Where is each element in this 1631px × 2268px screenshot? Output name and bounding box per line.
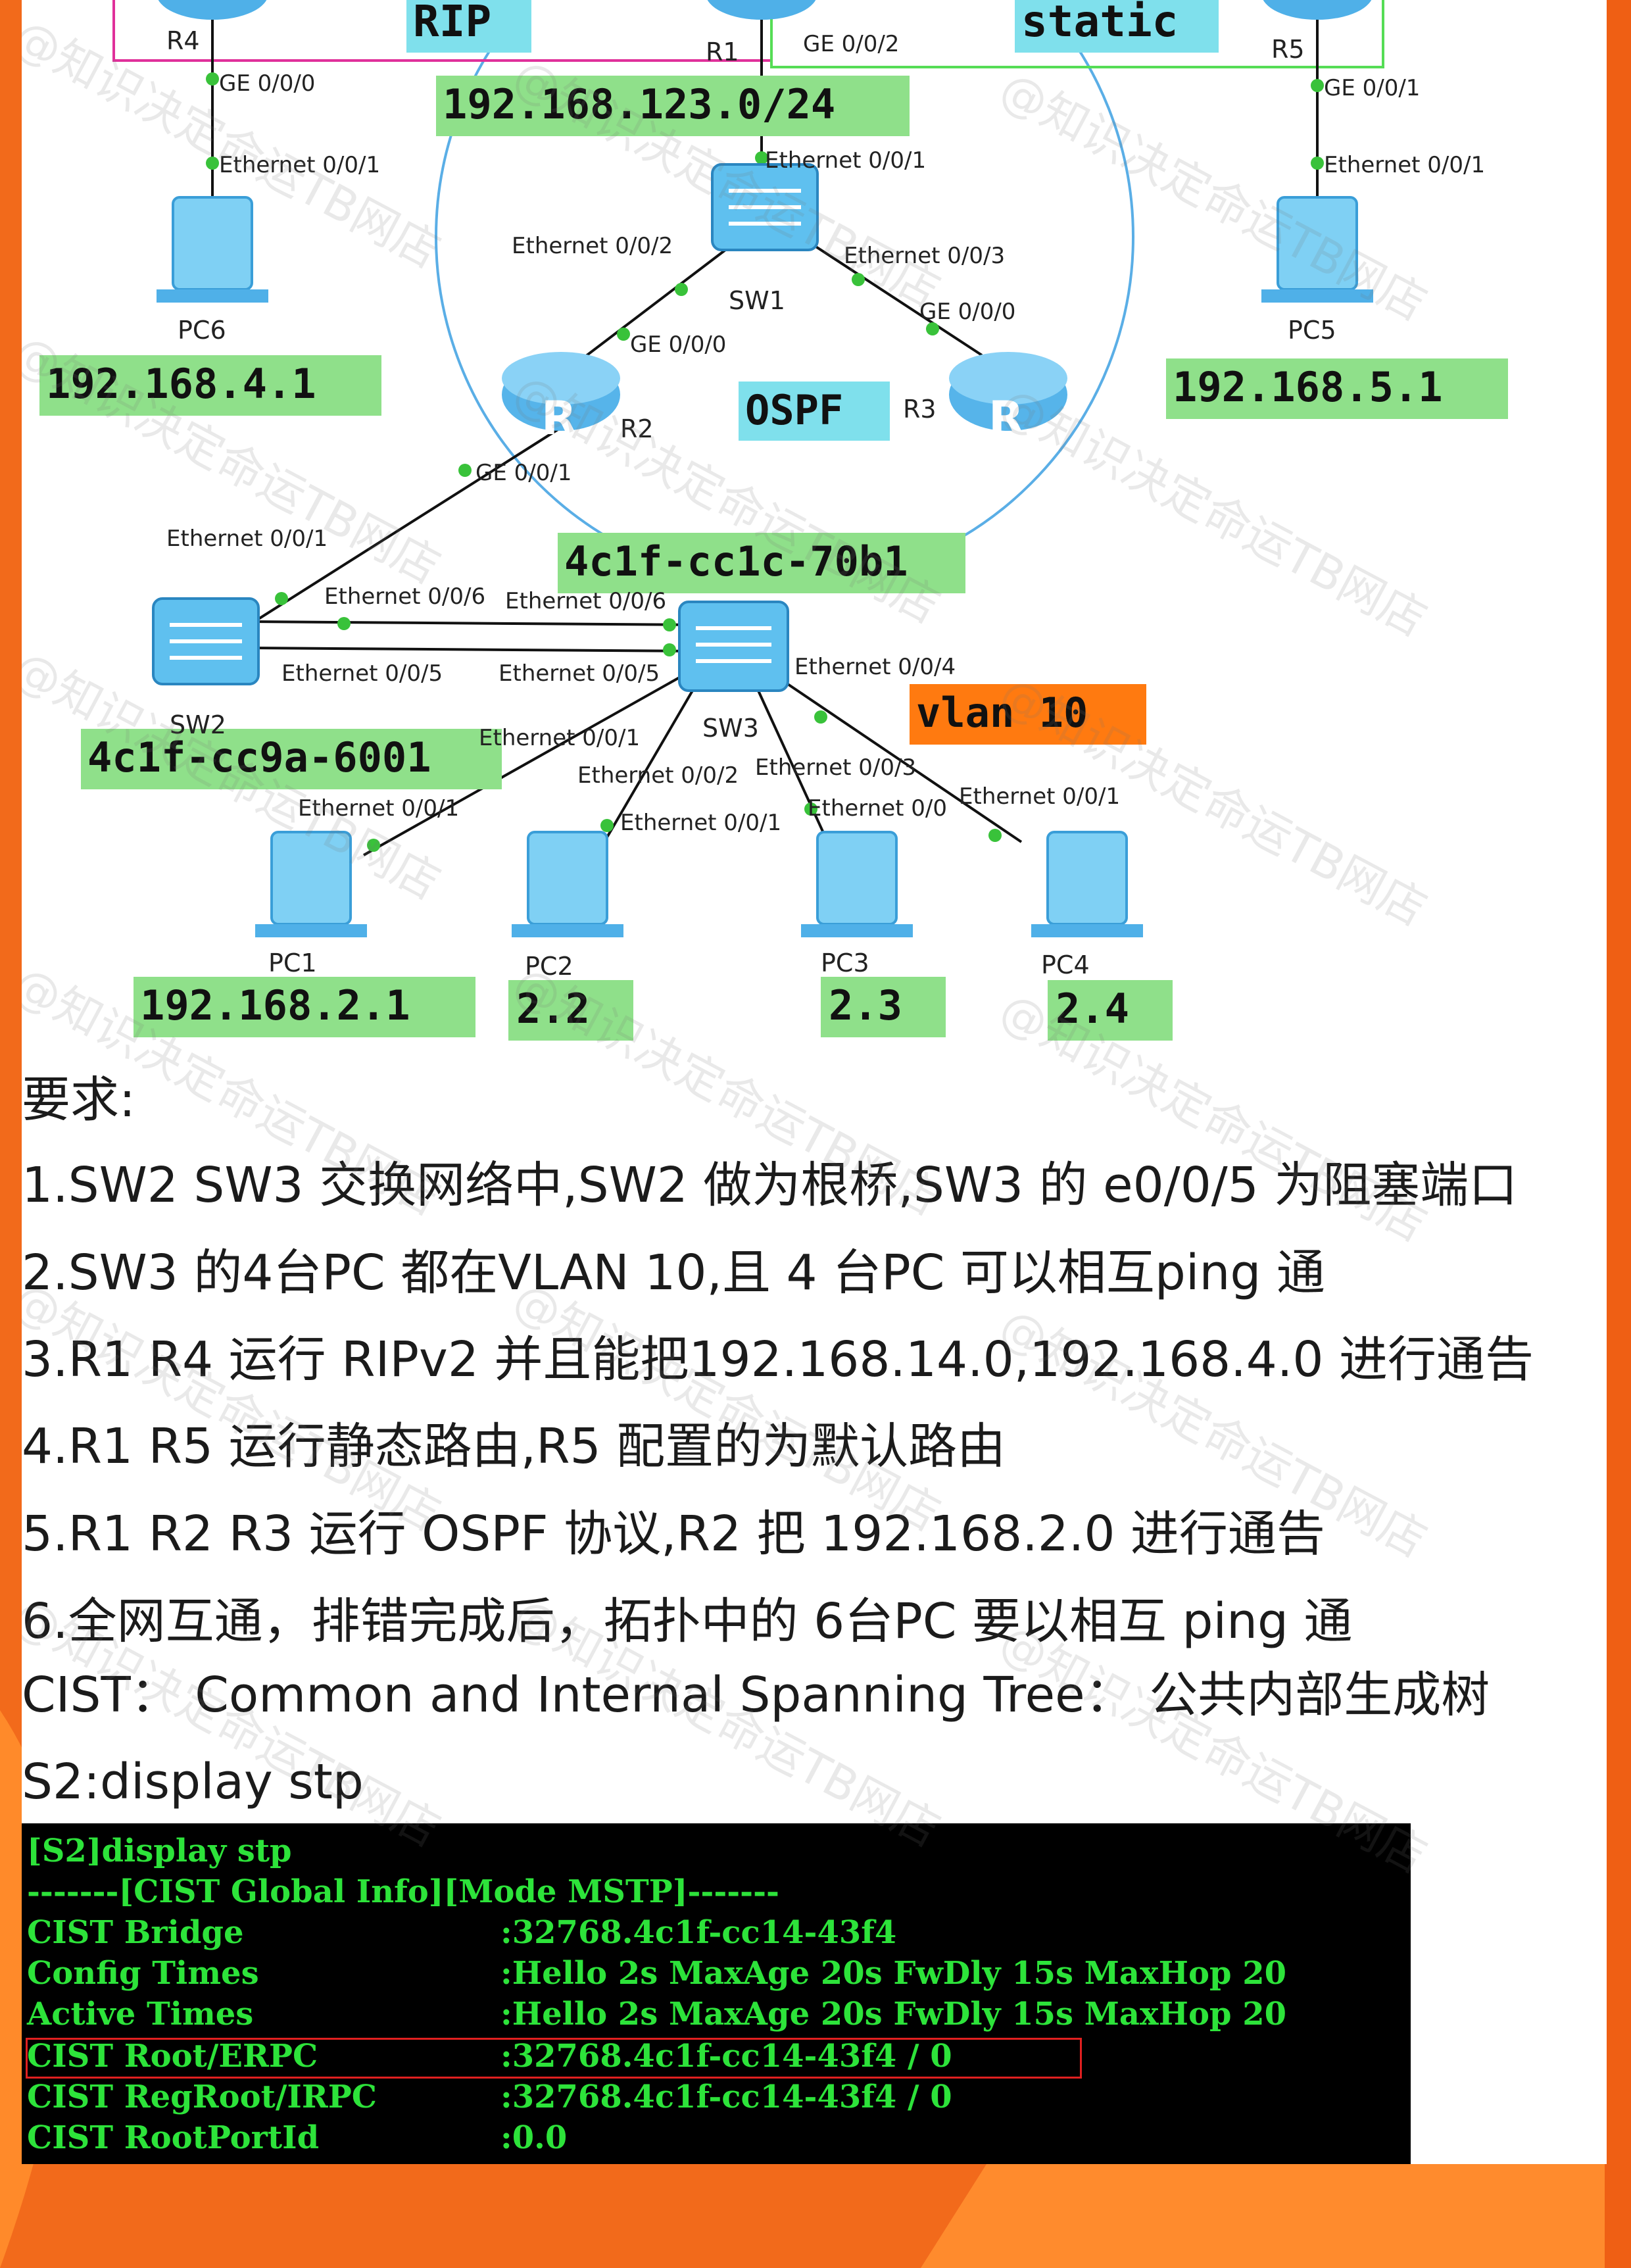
port-label: GE 0/0/1 <box>475 460 572 486</box>
port-label: Ethernet 0/0/6 <box>505 588 666 614</box>
r5-name: R5 <box>1271 35 1305 64</box>
sw3-mac-label: 4c1f-cc1c-70b1 <box>564 537 908 585</box>
port-label: Ethernet 0/0/1 <box>479 725 640 751</box>
terminal-line: Active Times:Hello 2s MaxAge 20s FwDly 1… <box>27 1996 1287 2033</box>
requirements-heading: 要求: <box>22 1072 135 1128</box>
terminal-output: [S2]display stp -------[CIST Global Info… <box>22 1823 1411 2164</box>
port-label: Ethernet 0/0/5 <box>281 660 443 687</box>
port-label: Ethernet 0/0/6 <box>324 583 485 610</box>
port-dots <box>206 72 1324 852</box>
r3-name: R3 <box>903 395 937 424</box>
terminal-line: CIST RegRoot/IRPC:32768.4c1f-cc14-43f4 /… <box>27 2079 952 2115</box>
port-label: Ethernet 0/0/2 <box>577 762 739 789</box>
pc1-name: PC1 <box>268 949 317 977</box>
pc6-icon <box>157 196 268 303</box>
terminal-line: CIST RootPortId:0.0 <box>27 2119 568 2156</box>
switch-sw3-icon <box>678 601 789 692</box>
port-label: Ethernet 0/0 <box>808 795 947 822</box>
requirement-3: 3.R1 R4 运行 RIPv2 并且能把192.168.14.0,192.16… <box>22 1331 1534 1388</box>
port-label: Ethernet 0/0/1 <box>166 526 328 552</box>
switch-sw2-icon <box>152 597 260 685</box>
requirement-2: 2.SW3 的4台PC 都在VLAN 10,且 4 台PC 可以相互ping 通 <box>22 1245 1325 1301</box>
port-label: GE 0/0/2 <box>803 31 899 57</box>
router-r1-icon <box>707 0 816 20</box>
static-label: static <box>1021 0 1178 47</box>
pc5-icon <box>1261 196 1373 303</box>
rip-label: RIP <box>413 0 491 47</box>
terminal-line: Config Times:Hello 2s MaxAge 20s FwDly 1… <box>27 1955 1287 1992</box>
requirement-6: 6.全网互通，排错完成后，拓扑中的 6台PC 要以相互 ping 通 <box>22 1593 1353 1650</box>
pc4-ip-label: 2.4 <box>1056 985 1129 1033</box>
port-label: Ethernet 0/0/1 <box>219 152 380 178</box>
command-caption: S2:display stp <box>22 1754 364 1810</box>
port-label: Ethernet 0/0/5 <box>499 660 660 687</box>
router-r5-icon <box>1263 0 1372 20</box>
svg-text:R: R <box>988 391 1024 445</box>
port-label: GE 0/0/0 <box>219 70 315 97</box>
pc4-icon <box>1031 831 1143 937</box>
r2-name: R2 <box>620 414 654 443</box>
cist-note: CIST： Common and Internal Spanning Tree：… <box>22 1667 1490 1723</box>
requirement-5: 5.R1 R2 R3 运行 OSPF 协议,R2 把 192.168.2.0 进… <box>22 1506 1325 1562</box>
sw2-mac-label: 4c1f-cc9a-6001 <box>87 733 431 781</box>
port-label: GE 0/0/0 <box>919 299 1015 325</box>
port-label: Ethernet 0/0/1 <box>959 783 1120 810</box>
pc6-ip-label: 192.168.4.1 <box>46 360 316 408</box>
vlan-label: vlan 10 <box>916 689 1088 737</box>
highlight-box <box>26 2038 1082 2079</box>
pc5-ip-label: 192.168.5.1 <box>1173 363 1443 411</box>
switch-sw1-icon <box>711 163 819 251</box>
pc3-name: PC3 <box>821 949 869 977</box>
ospf-label: OSPF <box>745 386 843 434</box>
r1-name: R1 <box>706 37 739 66</box>
pc1-ip-label: 192.168.2.1 <box>140 981 410 1029</box>
terminal-line: [S2]display stp <box>27 1833 292 1869</box>
network-topology: R R <box>39 0 1508 1041</box>
pc2-icon <box>512 831 623 937</box>
static-area-box <box>770 0 1384 68</box>
pc4-name: PC4 <box>1041 950 1090 979</box>
port-label: Ethernet 0/0/1 <box>1324 152 1485 178</box>
sw3-name: SW3 <box>702 714 759 743</box>
port-label: Ethernet 0/0/1 <box>620 810 781 836</box>
router-r2-icon: R <box>502 352 620 445</box>
pc2-name: PC2 <box>525 952 573 981</box>
sw1-name: SW1 <box>729 286 785 315</box>
content-panel: R R <box>22 0 1607 2164</box>
port-label: Ethernet 0/0/1 <box>765 147 926 174</box>
router-r4-icon <box>158 0 267 20</box>
requirement-1: 1.SW2 SW3 交换网络中,SW2 做为根桥,SW3 的 e0/0/5 为阻… <box>22 1157 1518 1214</box>
pc1-icon <box>255 831 367 937</box>
port-label: GE 0/0/0 <box>630 332 726 358</box>
svg-text:R: R <box>541 391 577 445</box>
port-label: Ethernet 0/0/3 <box>755 754 916 781</box>
requirement-4: 4.R1 R5 运行静态路由,R5 配置的为默认路由 <box>22 1418 1006 1475</box>
sw2-name: SW2 <box>170 710 226 739</box>
pc5-name: PC5 <box>1288 316 1336 345</box>
r4-name: R4 <box>166 26 200 55</box>
watermark: @知识决定命运TB网店 <box>22 1271 449 1542</box>
port-label: Ethernet 0/0/4 <box>794 654 956 680</box>
pc2-ip-label: 2.2 <box>516 985 590 1033</box>
port-label: Ethernet 0/0/2 <box>512 233 673 259</box>
net123-label: 192.168.123.0/24 <box>443 80 835 128</box>
terminal-line: -------[CIST Global Info][Mode MSTP]----… <box>27 1873 779 1910</box>
pc6-name: PC6 <box>178 316 226 345</box>
port-label: Ethernet 0/0/3 <box>844 243 1005 269</box>
watermark: @知识决定命运TB网店 <box>504 1271 949 1542</box>
port-label: GE 0/0/1 <box>1324 75 1420 101</box>
terminal-line-highlighted: CIST Root/ERPC:32768.4c1f-cc14-43f4 / 0 <box>27 2038 952 2075</box>
pc3-ip-label: 2.3 <box>829 981 902 1029</box>
terminal-line: CIST Bridge:32768.4c1f-cc14-43f4 <box>27 1914 897 1951</box>
pc3-icon <box>801 831 913 937</box>
router-r3-icon: R <box>949 352 1067 445</box>
port-label: Ethernet 0/0/1 <box>298 795 459 822</box>
